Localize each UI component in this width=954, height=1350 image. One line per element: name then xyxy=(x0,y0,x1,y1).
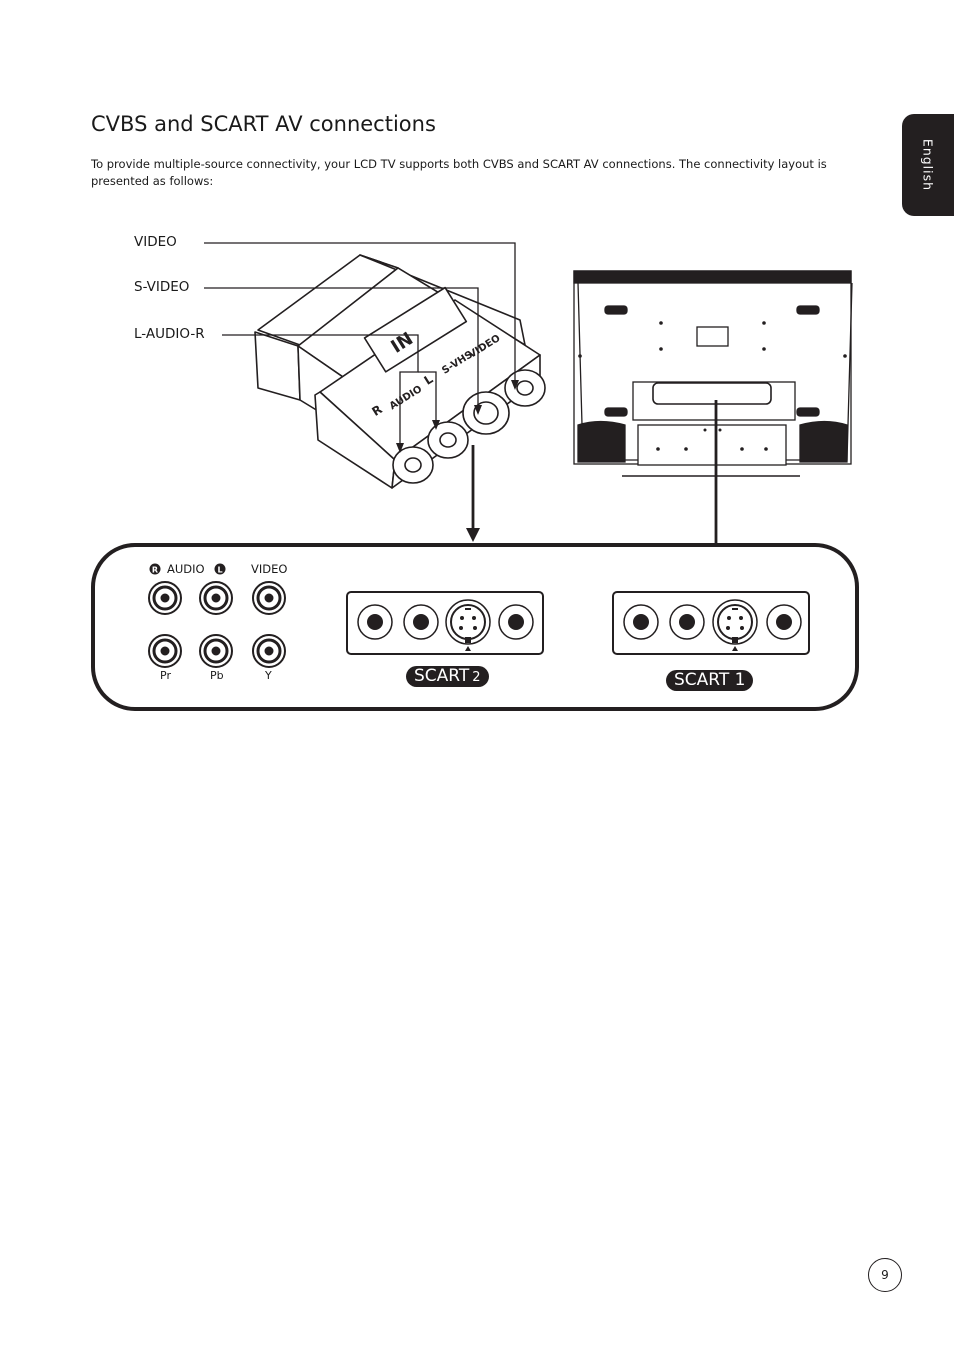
scart1-connector-block xyxy=(612,591,810,655)
connector-panel-frame xyxy=(91,543,859,711)
tv-rear-illustration xyxy=(573,270,853,477)
jack-label-y: Y xyxy=(265,669,272,682)
audio-l-marker-text: L xyxy=(217,566,222,575)
audio-r-marker: R xyxy=(149,563,161,575)
audio-r-marker-text: R xyxy=(152,566,158,575)
down-arrow xyxy=(466,528,480,542)
audio-label: AUDIO xyxy=(167,562,205,576)
scart2-connector-block xyxy=(346,591,544,655)
jack-label-pb: Pb xyxy=(210,669,224,682)
scart1-badge: SCART 1 xyxy=(666,670,754,691)
callout-video: VIDEO xyxy=(134,234,177,250)
scart1-label: SCART 1 xyxy=(674,670,746,690)
language-tab: English xyxy=(902,114,954,216)
audio-l-marker: L xyxy=(214,563,226,575)
video-label: VIDEO xyxy=(251,562,288,576)
callout-s-video: S-VIDEO xyxy=(134,279,190,295)
tv-screw-holes xyxy=(578,321,847,451)
scart2-label: SCART xyxy=(414,666,470,686)
page-number: 9 xyxy=(868,1258,902,1292)
callout-arrowheads xyxy=(396,380,519,453)
page-title: CVBS and SCART AV connections xyxy=(91,112,436,136)
rca-jacks xyxy=(148,581,286,668)
panel-connector-lines xyxy=(471,400,718,544)
intro-paragraph: To provide multiple-source connectivity,… xyxy=(91,157,827,188)
callout-l-audio-r: L-AUDIO-R xyxy=(134,326,205,342)
scart2-number: 2 xyxy=(472,670,481,685)
callout-lines xyxy=(204,242,516,448)
jack-label-pr: Pr xyxy=(160,669,171,682)
